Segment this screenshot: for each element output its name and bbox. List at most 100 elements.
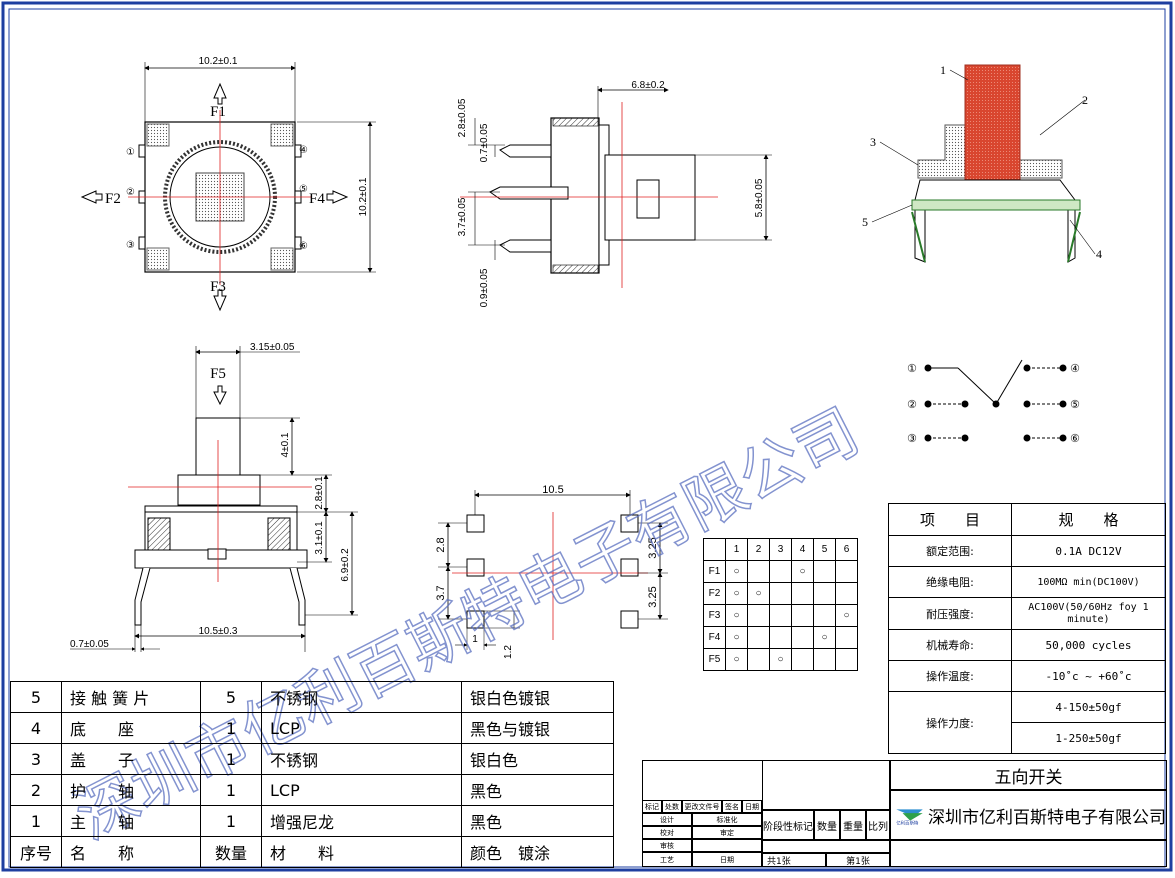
tt-mark: ○ [769, 648, 792, 671]
front-dim-total: 6.9±0.2 [340, 548, 351, 582]
tb-sheets-total: 共1张 [762, 853, 826, 867]
tt-mark [769, 560, 792, 583]
label-f2: F2 [105, 191, 121, 207]
spec-item: 操作温度: [888, 660, 1012, 692]
top-dim-width: 10.2±0.1 [199, 56, 238, 67]
tt-col [703, 538, 726, 561]
tb-product-name: 五向开关 [890, 760, 1167, 790]
tt-mark [747, 560, 770, 583]
bom-header-name: 名 称 [61, 836, 201, 868]
tt-mark [835, 648, 858, 671]
bom-no: 3 [10, 743, 62, 775]
front-view: 3.15±0.05 F5 4±0.1 2.8±0.1 3.1±0.1 6.9±0… [70, 342, 358, 652]
truth-table-header: 1 2 3 4 5 6 [703, 538, 858, 561]
tt-col: 5 [813, 538, 836, 561]
bom-name: 盖 子 [61, 743, 201, 775]
tt-mark [835, 560, 858, 583]
tt-mark: ○ [791, 560, 814, 583]
side-dim-c: 3.7±0.05 [457, 197, 468, 236]
truth-table-row: F4 ○ ○ [703, 626, 858, 649]
spec-header-spec: 规 格 [1011, 503, 1166, 536]
tt-mark [747, 626, 770, 649]
bom-header-material: 材 料 [261, 836, 462, 868]
bom-no: 5 [10, 681, 62, 713]
tt-col: 3 [769, 538, 792, 561]
spec-value: 100MΩ min(DC100V) [1011, 566, 1166, 598]
spec-item: 操作力度: [888, 691, 1012, 754]
front-dim-pin: 0.7±0.05 [70, 639, 109, 650]
tt-mark [791, 604, 814, 627]
top-pin5: ⑤ [299, 184, 308, 195]
bom-name: 主 轴 [61, 805, 201, 837]
tt-mark: ○ [725, 648, 748, 671]
truth-table: 1 2 3 4 5 6 F1 ○ ○ F2 ○ ○ F3 ○ ○ F4 ○ [703, 538, 858, 671]
tb-company-name: 深圳市亿利百斯特电子有限公司 [928, 807, 1166, 828]
sch-pin3: ③ [907, 433, 917, 445]
side-dim-a: 2.8±0.05 [457, 98, 468, 137]
side-view: 6.8±0.2 5.8±0.05 2.8±0.05 0.7±0.05 3.7±0… [457, 80, 772, 307]
tt-mark [835, 626, 858, 649]
fp-dim-width: 10.5 [542, 484, 563, 496]
callout-1: 1 [940, 63, 946, 77]
bom-qty: 1 [200, 712, 262, 744]
tt-mark [769, 604, 792, 627]
tt-mark: ○ [725, 560, 748, 583]
spec-value: AC100V(50/60Hz foy 1 minute) [1011, 597, 1166, 630]
spec-value: 0.1A DC12V [1011, 535, 1166, 567]
callout-3: 3 [870, 135, 876, 149]
side-dim-d: 0.9±0.05 [479, 268, 490, 307]
bom-qty: 1 [200, 774, 262, 806]
top-dim-height: 10.2±0.1 [358, 177, 369, 216]
tt-mark: ○ [747, 582, 770, 605]
sch-pin4: ④ [1070, 363, 1080, 375]
side-dim-b: 0.7±0.05 [479, 123, 490, 162]
tt-mark [835, 582, 858, 605]
truth-table-row: F2 ○ ○ [703, 582, 858, 605]
tt-mark [813, 560, 836, 583]
bom-finish: 黑色 [461, 774, 614, 806]
tt-mark: ○ [725, 626, 748, 649]
bom-row: 4 底 座 1 LCP 黑色与镀银 [10, 712, 614, 744]
bom-header-no: 序号 [10, 836, 62, 868]
tt-mark: ○ [725, 604, 748, 627]
tt-row-label: F2 [703, 582, 726, 605]
bom-finish: 黑色与镀银 [461, 712, 614, 744]
tt-mark [813, 604, 836, 627]
bom-no: 2 [10, 774, 62, 806]
tt-mark [791, 648, 814, 671]
sch-pin2: ② [907, 399, 917, 411]
tb-check: 校对 [642, 826, 692, 839]
side-dim-height: 5.8±0.05 [754, 178, 765, 217]
fp-dim-a: 2.8 [435, 537, 447, 552]
fp-dim-b: 3.7 [435, 585, 447, 600]
label-f3: F3 [210, 279, 226, 295]
tb-mark: 标记 [642, 800, 662, 813]
spec-item: 绝缘电阻: [888, 566, 1012, 598]
tt-mark [813, 648, 836, 671]
front-dim-cap: 2.8±0.1 [314, 476, 325, 510]
spec-value: -10˚c ~ +60˚c [1011, 660, 1166, 692]
bom-finish: 黑色 [461, 805, 614, 837]
spec-header: 项 目 规 格 [888, 503, 1166, 536]
tb-date2: 日期 [692, 852, 762, 867]
spec-item: 额定范围: [888, 535, 1012, 567]
bom-header-row: 序号 名 称 数量 材 料 颜色 镀涂 [10, 836, 614, 868]
tb-sign: 签名 [722, 800, 742, 813]
tt-mark: ○ [813, 626, 836, 649]
label-f5: F5 [210, 366, 226, 382]
spec-item: 机械寿命: [888, 629, 1012, 661]
tt-mark [791, 582, 814, 605]
fp-dim-pad-h: 1.2 [503, 645, 514, 659]
spec-value: 50,000 cycles [1011, 629, 1166, 661]
front-dim-shaft-len: 4±0.1 [280, 432, 291, 457]
tb-standard: 标准化 [692, 813, 762, 826]
bom-header-finish: 颜色 镀涂 [461, 836, 614, 868]
tb-qty: 数量 [814, 810, 840, 840]
label-f1: F1 [210, 104, 226, 120]
bom-material: 不锈钢 [261, 743, 462, 775]
tb-design: 设计 [642, 813, 692, 826]
top-view: 10.2±0.1 10.2±0.1 F1 F3 F2 F4 ① ② ③ ④ ⑤ [80, 56, 376, 312]
tt-mark [747, 604, 770, 627]
tt-mark [791, 626, 814, 649]
